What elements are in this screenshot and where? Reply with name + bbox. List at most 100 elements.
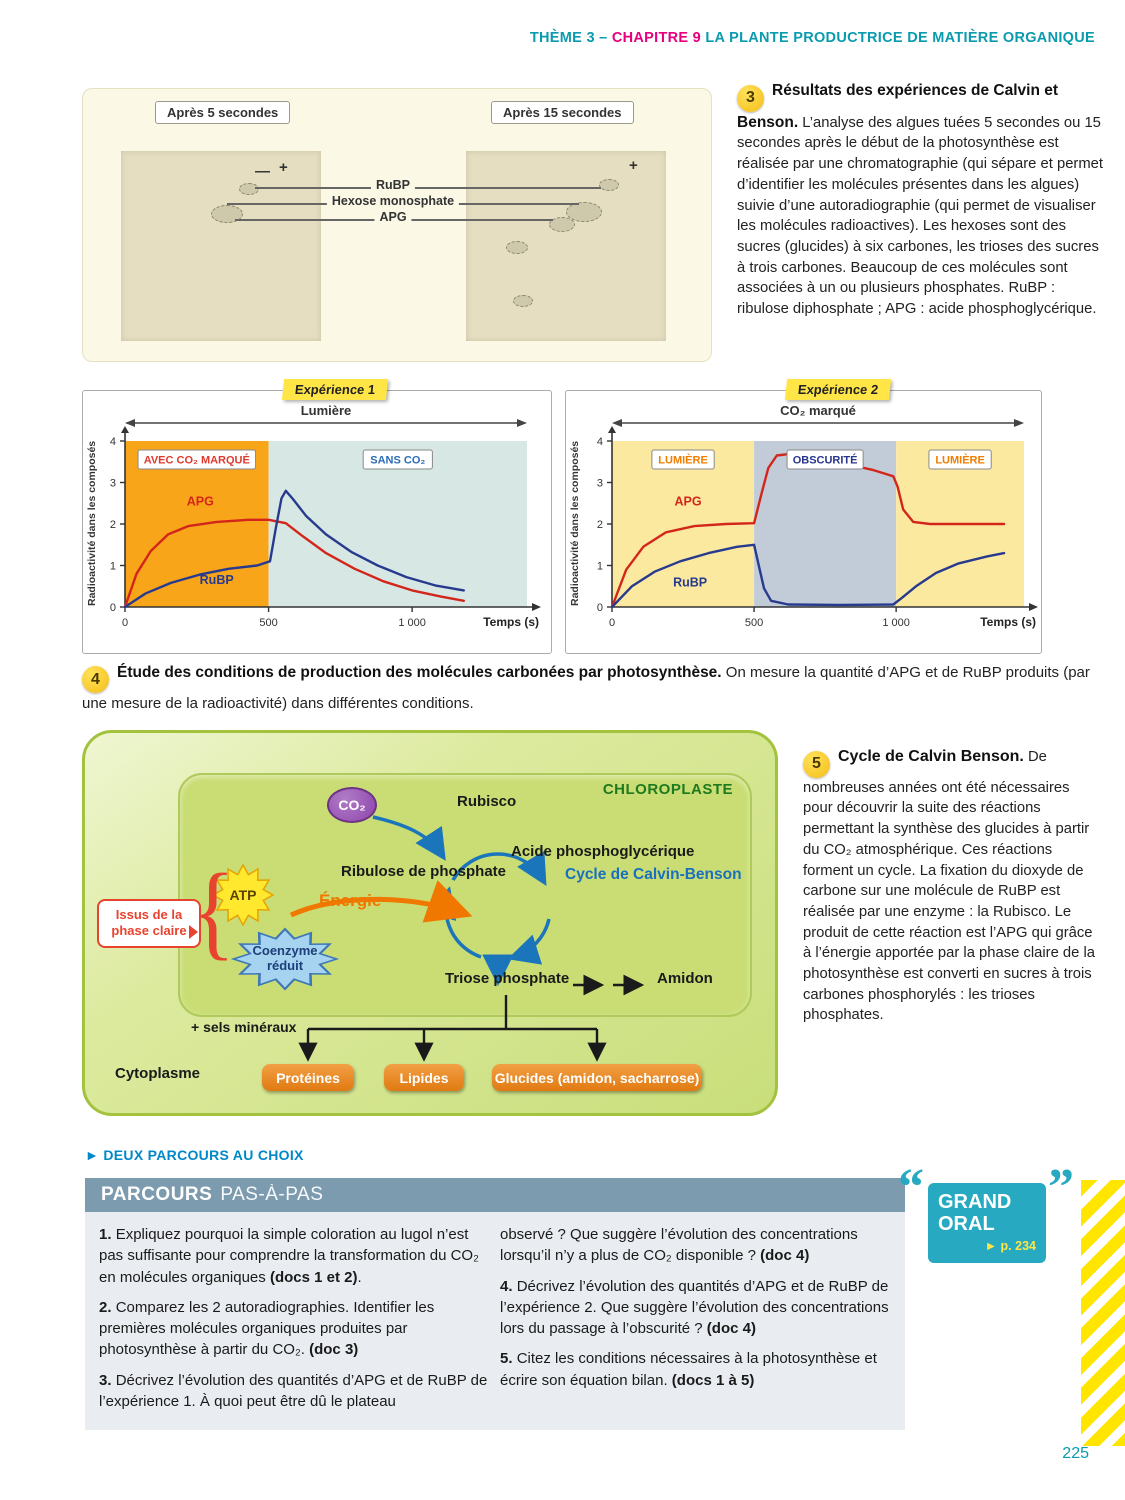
question-4: 4. Décrivez l’évolution des quantités d’… (500, 1277, 889, 1338)
autoradiograph-15s (466, 151, 666, 341)
panel-label-5s: Après 5 secondes (155, 101, 291, 124)
calvin-cycle-diagram: CHLOROPLASTE CO₂ Rubisco Acide phosphogl… (82, 730, 778, 1116)
grand-oral-page-ref: ► p. 234 (984, 1239, 1036, 1253)
triose-label: Triose phosphate (445, 970, 570, 987)
rubp-line: RuBP (255, 178, 601, 192)
amidon-label: Amidon (657, 970, 713, 987)
svg-text:3: 3 (597, 478, 603, 490)
proteins-button: Protéines (262, 1064, 354, 1091)
cytoplasm-label: Cytoplasme (115, 1065, 201, 1082)
grand-oral-line1: GRAND (938, 1191, 1012, 1213)
phase-claire-pointer (189, 925, 198, 939)
phase-claire-box: Issus de la phase claire (97, 899, 201, 948)
spot (239, 183, 259, 195)
calvin-benson-cycle-label: Cycle de Calvin-Benson (565, 866, 742, 883)
chapter-title: LA PLANTE PRODUCTRICE DE MATIÈRE ORGANIQ… (705, 30, 1095, 46)
yellow-stripes-decoration (1081, 1180, 1125, 1446)
hexose-label: Hexose monosphate (326, 194, 460, 208)
doc5-title: Cycle de Calvin Benson. (838, 748, 1024, 765)
doc4-caption: 4 Étude des conditions de production des … (82, 662, 1092, 715)
coenzyme-starburst: Coenzyme réduit (227, 926, 343, 992)
coenzyme-label: Coenzyme réduit (252, 943, 318, 973)
svg-text:500: 500 (745, 617, 763, 629)
spot (566, 202, 602, 222)
chapter-label: CHAPITRE 9 (611, 30, 706, 46)
doc5-number-badge: 5 (803, 750, 830, 778)
theme-label: THÈME 3 – (529, 30, 612, 46)
doc4-title: Étude des conditions de production des m… (117, 664, 722, 681)
spot (513, 295, 533, 307)
question-3: 3. Décrivez l’évolution des quantités d’… (99, 1371, 488, 1411)
svg-text:RuBP: RuBP (673, 575, 707, 589)
apg-label: APG (374, 210, 412, 224)
doc4-body: On mesure la quantité d’APG et de RuBP p… (82, 664, 1090, 713)
ribulose-label: Ribulose de phosphate (341, 863, 507, 880)
lipids-button: Lipides (384, 1064, 464, 1091)
doc3-number-badge: 3 (737, 84, 764, 112)
doc3-autoradiography-figure: Après 5 secondes Après 15 secondes — + +… (82, 88, 712, 362)
svg-text:0: 0 (597, 602, 603, 614)
svg-text:500: 500 (259, 617, 277, 629)
svg-text:1 000: 1 000 (398, 617, 426, 629)
svg-text:Lumière: Lumière (301, 403, 352, 418)
atp-starburst: ATP (211, 863, 275, 927)
mineral-salts-label: + sels minéraux (191, 1019, 297, 1035)
page-number: 225 (1062, 1445, 1089, 1462)
panel-label-15s: Après 15 secondes (491, 101, 634, 124)
spot (599, 179, 619, 191)
question-2: 2. Comparez les 2 autoradiographies. Ide… (99, 1298, 435, 1359)
two-paths-kicker: ► DEUX PARCOURS AU CHOIX (85, 1147, 304, 1163)
minus-marker: — (255, 163, 270, 180)
svg-text:1: 1 (597, 561, 603, 573)
parcours-header-bar: PARCOURS PAS-À-PAS (85, 1178, 905, 1212)
starburst-icon (230, 927, 340, 991)
hexose-line: Hexose monosphate (227, 194, 579, 208)
rubp-label: RuBP (370, 178, 416, 192)
co2-molecule: CO₂ (327, 787, 377, 823)
svg-text:SANS CO₂: SANS CO₂ (370, 455, 425, 467)
svg-text:2: 2 (110, 519, 116, 531)
doc5-text: 5 Cycle de Calvin Benson. De nombreuses a… (803, 746, 1103, 1026)
svg-text:0: 0 (609, 617, 615, 629)
svg-text:0: 0 (122, 617, 128, 629)
glucides-button: Glucides (amidon, sacharrose) (492, 1064, 702, 1091)
svg-text:APG: APG (187, 494, 214, 508)
svg-text:1: 1 (110, 561, 116, 573)
chart-experience-2: Expérience 2 Radioactivité dans les comp… (565, 379, 1042, 654)
triangle-icon: ► (85, 1147, 100, 1163)
svg-text:APG: APG (675, 494, 702, 508)
doc5-body: De nombreuses années ont été nécessaires… (803, 749, 1096, 1024)
apg-diagram-label: Acide phosphoglycérique (511, 843, 695, 860)
chloroplast-label: CHLOROPLASTE (602, 781, 733, 798)
chart-experience-1: Expérience 1 Radioactivité dans les comp… (82, 379, 552, 654)
svg-text:0: 0 (110, 602, 116, 614)
starburst-icon (211, 863, 275, 927)
spot (549, 217, 575, 232)
question-5: 5. Citez les conditions nécessaires à la… (500, 1350, 877, 1389)
rubisco-label: Rubisco (457, 793, 517, 810)
svg-text:LUMIÈRE: LUMIÈRE (658, 454, 708, 467)
doc4-number-badge: 4 (82, 666, 109, 694)
questions-column-2: observé ? Que suggère l’évolution des co… (500, 1224, 892, 1400)
parcours-title: PARCOURS (101, 1184, 213, 1205)
atp-label: ATP (229, 887, 257, 903)
close-quote-icon: ” (1048, 1159, 1074, 1216)
svg-text:LUMIÈRE: LUMIÈRE (935, 454, 985, 467)
svg-text:CO₂ marqué: CO₂ marqué (780, 403, 856, 418)
calvin-arrows (289, 815, 645, 1062)
energy-label: Énergie (319, 891, 382, 910)
svg-text:4: 4 (597, 436, 603, 448)
doc3-body: L’analyse des algues tuées 5 secondes ou… (737, 114, 1104, 318)
svg-text:Temps (s): Temps (s) (980, 615, 1036, 629)
autoradiograph-5s (121, 151, 321, 341)
svg-text:RuBP: RuBP (200, 573, 234, 587)
plus-marker-right: + (629, 157, 638, 174)
doc3-title: Résultats des expériences de Calvin et B… (737, 82, 1059, 131)
parcours-subtitle: PAS-À-PAS (220, 1184, 324, 1205)
question-3-continued: observé ? Que suggère l’évolution des co… (500, 1226, 858, 1265)
plus-marker-left: + (279, 159, 288, 176)
parcours-questions: 1. Expliquez pourquoi la simple colorati… (85, 1212, 905, 1430)
